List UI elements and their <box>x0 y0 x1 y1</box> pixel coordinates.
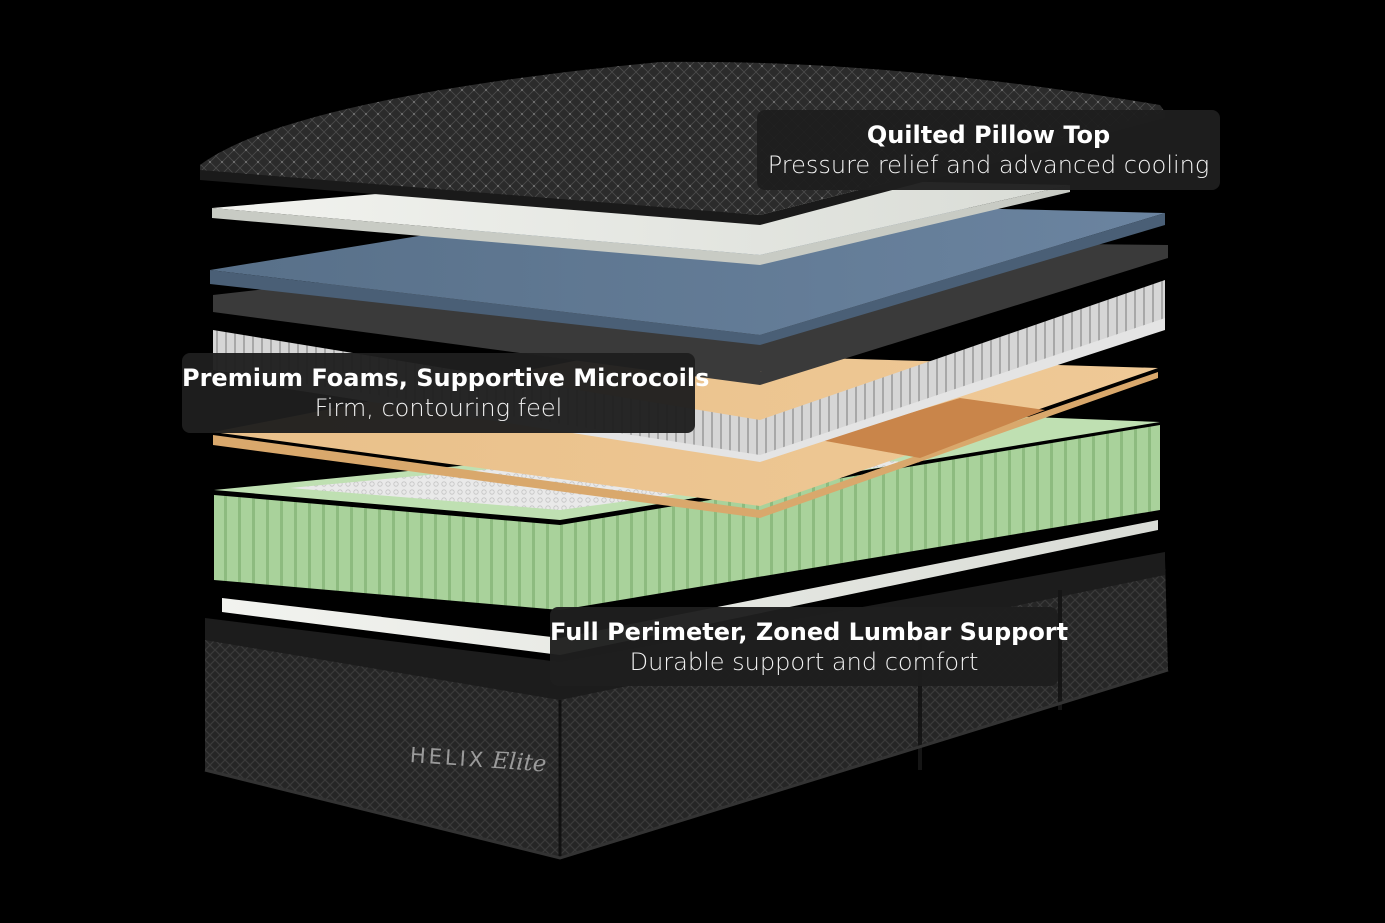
quilted-pillow-top <box>200 61 1165 225</box>
mattress-base <box>204 552 1169 860</box>
brand-name: HELIX <box>409 743 487 773</box>
callout-quilted-pillow-top: Quilted Pillow Top Pressure relief and a… <box>757 110 1220 190</box>
callout-title: Quilted Pillow Top <box>866 121 1111 149</box>
callout-subtitle: Firm, contouring feel <box>314 394 563 422</box>
callout-subtitle: Durable support and comfort <box>629 647 979 676</box>
callout-title: Full Perimeter, Zoned Lumbar Support <box>550 617 1069 646</box>
callout-title: Premium Foams, Supportive Microcoils <box>182 364 710 392</box>
callout-premium-foams: Premium Foams, Supportive Microcoils Fir… <box>182 353 710 433</box>
brand-line: Elite <box>491 747 548 778</box>
callout-subtitle: Pressure relief and advanced cooling <box>767 151 1210 179</box>
callout-perimeter-support: Full Perimeter, Zoned Lumbar Support Dur… <box>550 607 1069 686</box>
